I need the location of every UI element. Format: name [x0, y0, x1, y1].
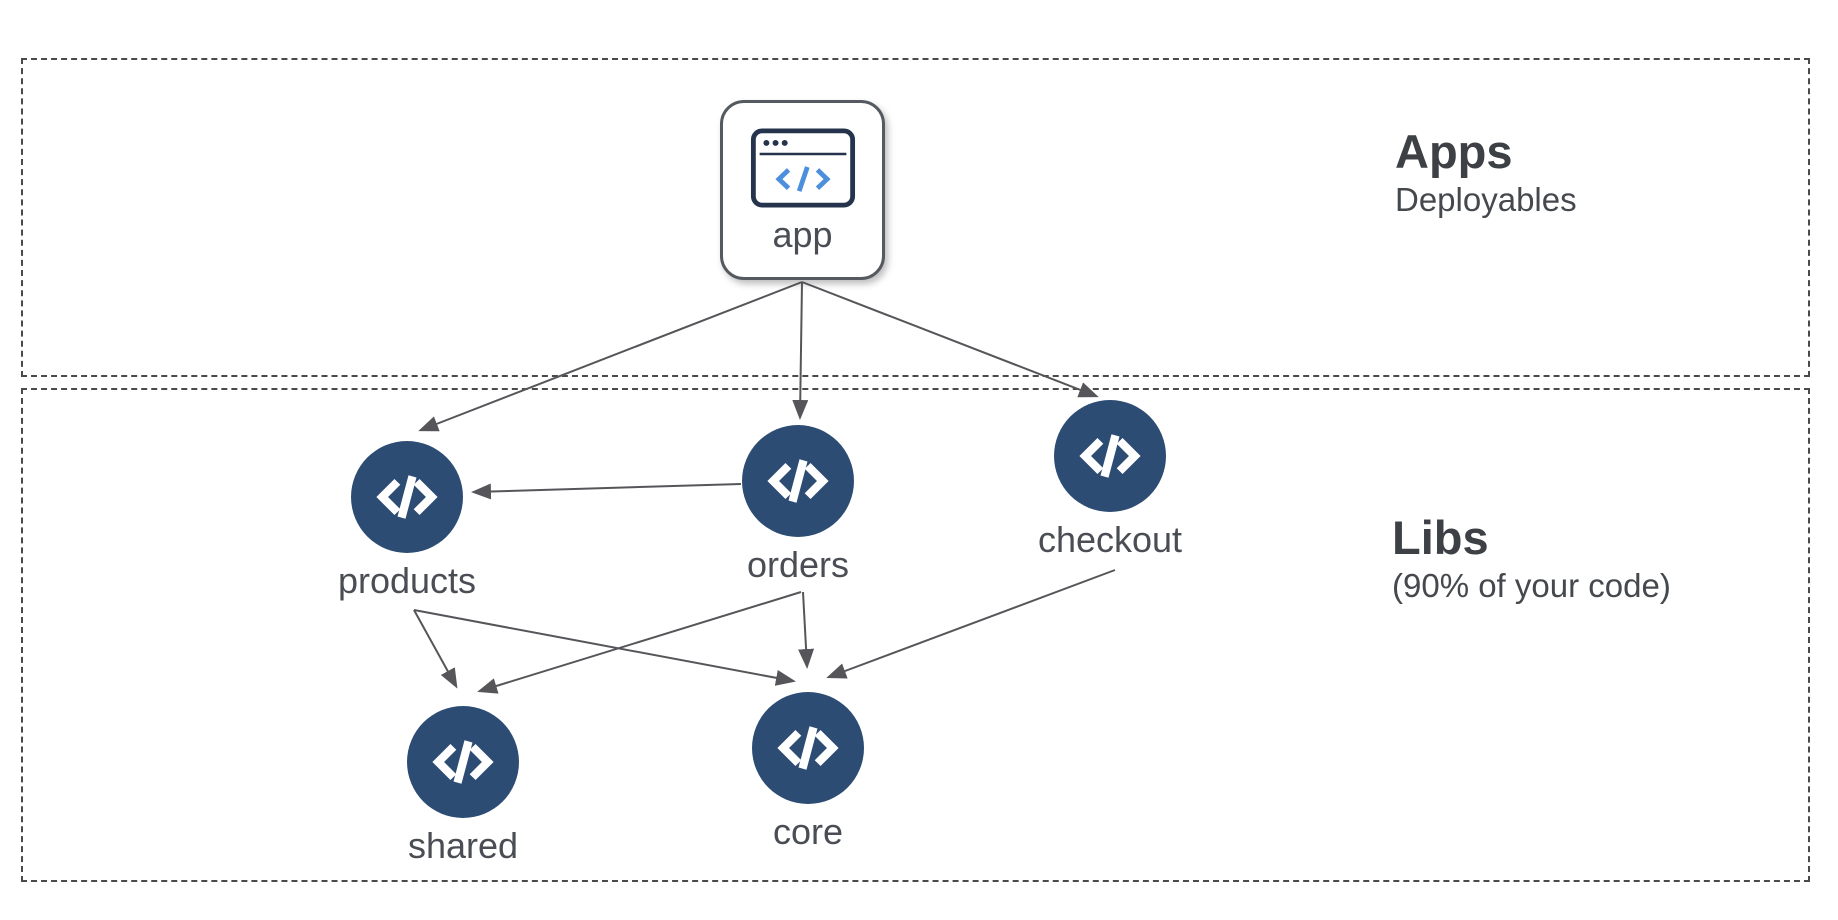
- code-icon: [1079, 434, 1141, 478]
- node-label-orders: orders: [746, 544, 850, 585]
- libs-zone-title: Libs (90% of your code): [1392, 510, 1671, 607]
- code-icon: [767, 459, 829, 503]
- browser-code-icon: [750, 128, 855, 208]
- libs-zone-box: [21, 388, 1810, 882]
- app-node: app: [720, 100, 885, 280]
- libs-zone-subtitle: (90% of your code): [1392, 567, 1671, 605]
- libs-zone-heading: Libs: [1392, 511, 1489, 564]
- node-label-core: core: [772, 811, 844, 852]
- apps-zone-title: Apps Deployables: [1395, 124, 1577, 221]
- node-label-products: products: [337, 560, 477, 601]
- lib-node-products: [351, 441, 463, 553]
- lib-node-checkout: [1054, 400, 1166, 512]
- code-icon: [376, 475, 438, 519]
- code-icon: [432, 740, 494, 784]
- node-label-shared: shared: [407, 825, 519, 866]
- apps-zone-heading: Apps: [1395, 125, 1513, 178]
- lib-node-shared: [407, 706, 519, 818]
- lib-node-orders: [742, 425, 854, 537]
- node-label-checkout: checkout: [1037, 519, 1183, 560]
- apps-zone-subtitle: Deployables: [1395, 181, 1577, 219]
- app-node-label: app: [772, 214, 833, 255]
- lib-node-core: [752, 692, 864, 804]
- code-icon: [777, 726, 839, 770]
